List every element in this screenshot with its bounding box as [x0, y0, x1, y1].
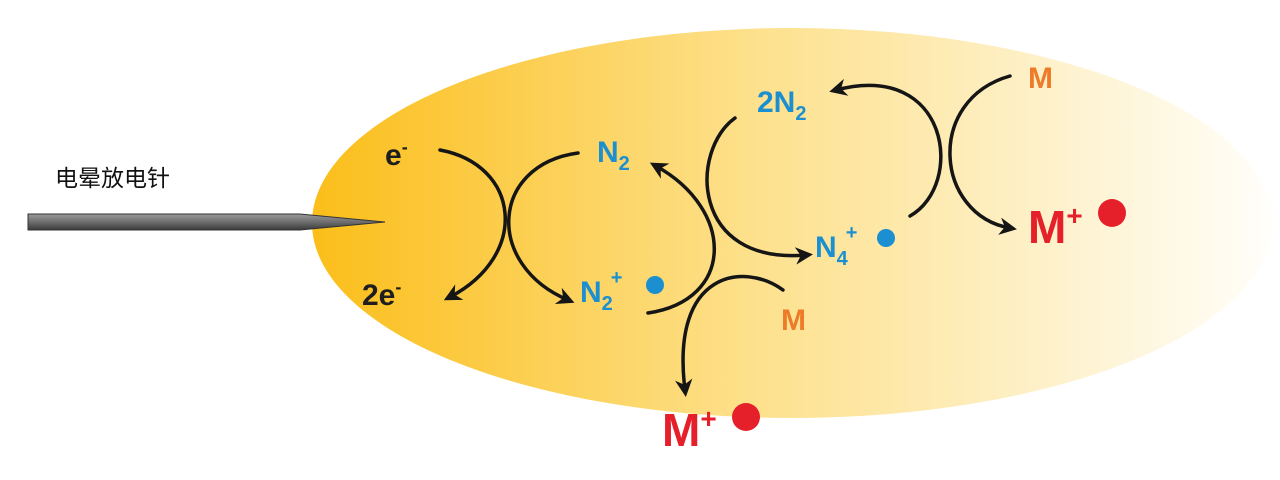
arrow-m-to-mplus-lower — [675, 274, 785, 397]
arrow-2n2-to-n4plus — [705, 116, 813, 265]
radical-dot-n4 — [877, 229, 895, 247]
arrow-m-to-mplus-upper — [948, 74, 1017, 235]
label-n2-plus: N2+ — [580, 267, 622, 315]
label-n4-plus: N4+ — [815, 222, 857, 270]
corona-needle — [27, 213, 386, 231]
needle-label: 电晕放电针 — [55, 166, 170, 192]
label-n2: N2 — [597, 136, 630, 175]
label-electron: e- — [385, 137, 408, 172]
radical-dot-m-upper — [1098, 199, 1126, 227]
label-2n2: 2N2 — [757, 86, 806, 125]
plasma-region — [312, 28, 1272, 418]
arrow-e-to-2e — [438, 148, 507, 301]
radical-dot-n2 — [646, 276, 664, 294]
radical-dot-m-lower — [732, 403, 760, 431]
label-m-lower: M — [781, 304, 806, 337]
label-two-electrons: 2e- — [362, 277, 401, 312]
label-m-upper: M — [1028, 62, 1053, 95]
label-m-plus-upper: M+ — [1028, 200, 1083, 253]
arrow-n2-to-n2plus — [507, 151, 580, 304]
arrow-n2plus-to-n2 — [646, 162, 716, 315]
label-m-plus-lower: M+ — [662, 403, 717, 456]
arrow-n4plus-to-2n2 — [829, 78, 943, 218]
